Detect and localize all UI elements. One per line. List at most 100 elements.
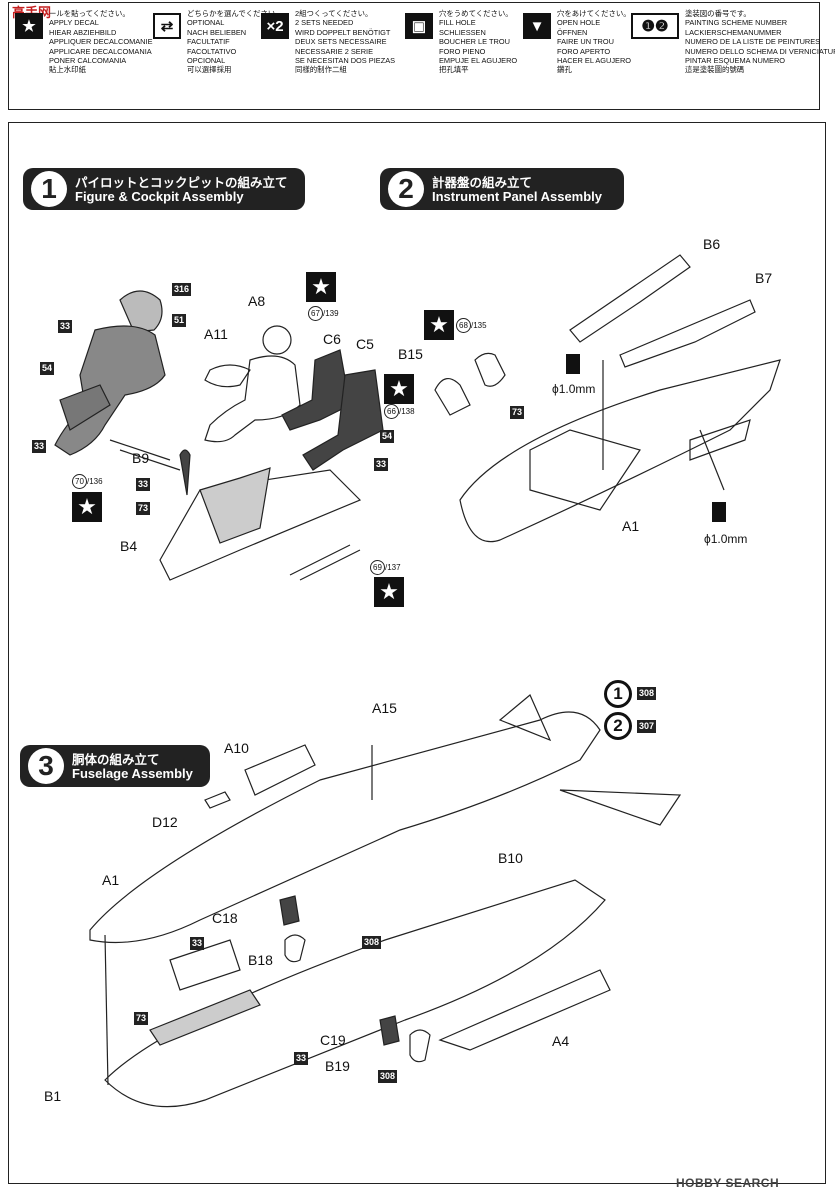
color-number: 316 (172, 283, 192, 296)
decal-star-icon: ★ (306, 272, 336, 302)
decal-number: 66/138 (384, 404, 415, 419)
assembly-arrow (104, 934, 109, 1086)
legend-text: どちらかを選んでください。 OPTIONAL NACH BELIEBEN FAC… (187, 9, 283, 75)
part-label: A1 (622, 518, 640, 534)
color-number: 33 (190, 937, 205, 950)
legend-text: 穴をあけてください。 OPEN HOLE ÖFFNEN FAIRE UN TRO… (557, 9, 632, 75)
part-b19-shape (409, 1029, 431, 1063)
pilot-figure-a8 (204, 325, 301, 443)
part-b7-shape (619, 299, 756, 368)
step-title-en: Figure & Cockpit Assembly (75, 189, 244, 204)
step-2-header: 2 計器盤の組み立て Instrument Panel Assembly (380, 168, 624, 210)
color-number: 33 (374, 458, 389, 471)
part-b18-shape (284, 934, 306, 963)
part-c18-shape (279, 895, 300, 926)
scheme-number-icon: ❶❷ (631, 13, 679, 39)
decal-star-icon: ★ (424, 310, 454, 340)
legend-text: 穴をうめてください。 FILL HOLE SCHLIESSEN BOUCHER … (439, 9, 518, 75)
pilot-figure (54, 290, 166, 456)
part-label: C19 (320, 1032, 346, 1048)
decal-star-icon: ★ (72, 492, 102, 522)
step-title-en: Fuselage Assembly (72, 766, 193, 781)
part-label: B18 (248, 952, 273, 968)
part-label: A1 (102, 872, 120, 888)
part-label: C18 (212, 910, 238, 926)
step-number: 3 (28, 748, 64, 784)
scheme-number: 2 (604, 712, 632, 740)
times-two-icon: ×2 (261, 13, 289, 39)
seat-c5-shape (302, 369, 384, 471)
decal-number: 70/136 (72, 474, 103, 489)
part-label: B7 (755, 270, 773, 286)
part-label: A15 (372, 700, 397, 716)
nose-section-a1 (459, 359, 781, 543)
step-3-header: 3 胴体の組み立て Fuselage Assembly (20, 745, 210, 787)
decal-number: 68/135 (456, 318, 487, 333)
part-label: A8 (248, 293, 266, 309)
drill-diameter: ϕ1.0mm (552, 382, 596, 396)
color-number: 33 (136, 478, 151, 491)
fill-hole-icon: ▣ (405, 13, 433, 39)
part-label: A4 (552, 1033, 570, 1049)
color-number: 307 (637, 720, 657, 733)
color-number: 73 (136, 502, 151, 515)
canopy-a10-shape (244, 744, 316, 796)
color-number: 308 (378, 1070, 398, 1083)
legend-text: ールを貼ってください。 APPLY DECAL HIEAR ABZIEHBILD… (49, 9, 153, 75)
decal-star-icon: ★ (384, 374, 414, 404)
stick-b9-shape (179, 449, 191, 496)
part-a11-shape (204, 364, 251, 388)
part-label: B6 (703, 236, 721, 252)
part-b6-shape (569, 254, 691, 343)
step-number: 1 (31, 171, 67, 207)
step-title-en: Instrument Panel Assembly (432, 189, 603, 204)
part-label: A10 (224, 740, 249, 756)
color-number: 73 (510, 406, 525, 419)
part-b15-shape (434, 378, 471, 416)
decal-number: 67/139 (308, 306, 339, 321)
color-number: 54 (380, 430, 395, 443)
color-number: 308 (362, 936, 382, 949)
color-number: 33 (32, 440, 47, 453)
legend-text: 2組つくってください。 2 SETS NEEDED WIRD DOPPELT B… (295, 9, 396, 75)
assembly-arrow (699, 429, 725, 491)
part-label: C6 (323, 331, 341, 347)
open-hole-icon (712, 502, 726, 522)
part-label: B1 (44, 1088, 62, 1104)
part-label: D12 (152, 814, 178, 830)
step-number: 2 (388, 171, 424, 207)
part-a4-shape (438, 969, 611, 1051)
part-c19-shape (379, 1015, 400, 1046)
legend-text: 塗装図の番号です。 PAINTING SCHEME NUMBER LACKIER… (685, 9, 835, 75)
step-title-jp: 胴体の組み立て (72, 753, 160, 767)
color-number: 54 (40, 362, 55, 375)
decal-number: 69/137 (370, 560, 401, 575)
part-label: B10 (498, 850, 523, 866)
optional-arrows-icon: ⇄ (153, 13, 181, 39)
decal-star-icon: ★ (374, 577, 404, 607)
part-label: B9 (132, 450, 150, 466)
color-number: 73 (134, 1012, 149, 1025)
drill-diameter: ϕ1.0mm (704, 532, 748, 546)
part-label: B19 (325, 1058, 350, 1074)
open-hole-icon (566, 354, 580, 374)
upper-fuselage-a1 (89, 694, 682, 944)
part-label: B15 (398, 346, 423, 362)
part-label: B4 (120, 538, 138, 554)
color-number: 33 (58, 320, 73, 333)
open-hole-icon: ▼ (523, 13, 551, 39)
lower-fuselage-b1 (104, 879, 606, 1108)
color-number: 51 (172, 314, 187, 327)
step-1-header: 1 パイロットとコックピットの組み立て Figure & Cockpit Ass… (23, 168, 305, 210)
star-decal-icon: ★ (15, 13, 43, 39)
symbol-legend: ★ ールを貼ってください。 APPLY DECAL HIEAR ABZIEHBI… (8, 2, 835, 110)
instruction-frame (8, 122, 826, 1184)
color-number: 33 (294, 1052, 309, 1065)
color-number: 308 (637, 687, 657, 700)
step-title-jp: 計器盤の組み立て (432, 176, 533, 190)
scheme-number: 1 (604, 680, 632, 708)
seat-c6-shape (281, 349, 351, 431)
step-title-jp: パイロットとコックピットの組み立て (75, 176, 288, 190)
watermark-footer: HOBBY SEARCH (676, 1176, 780, 1190)
